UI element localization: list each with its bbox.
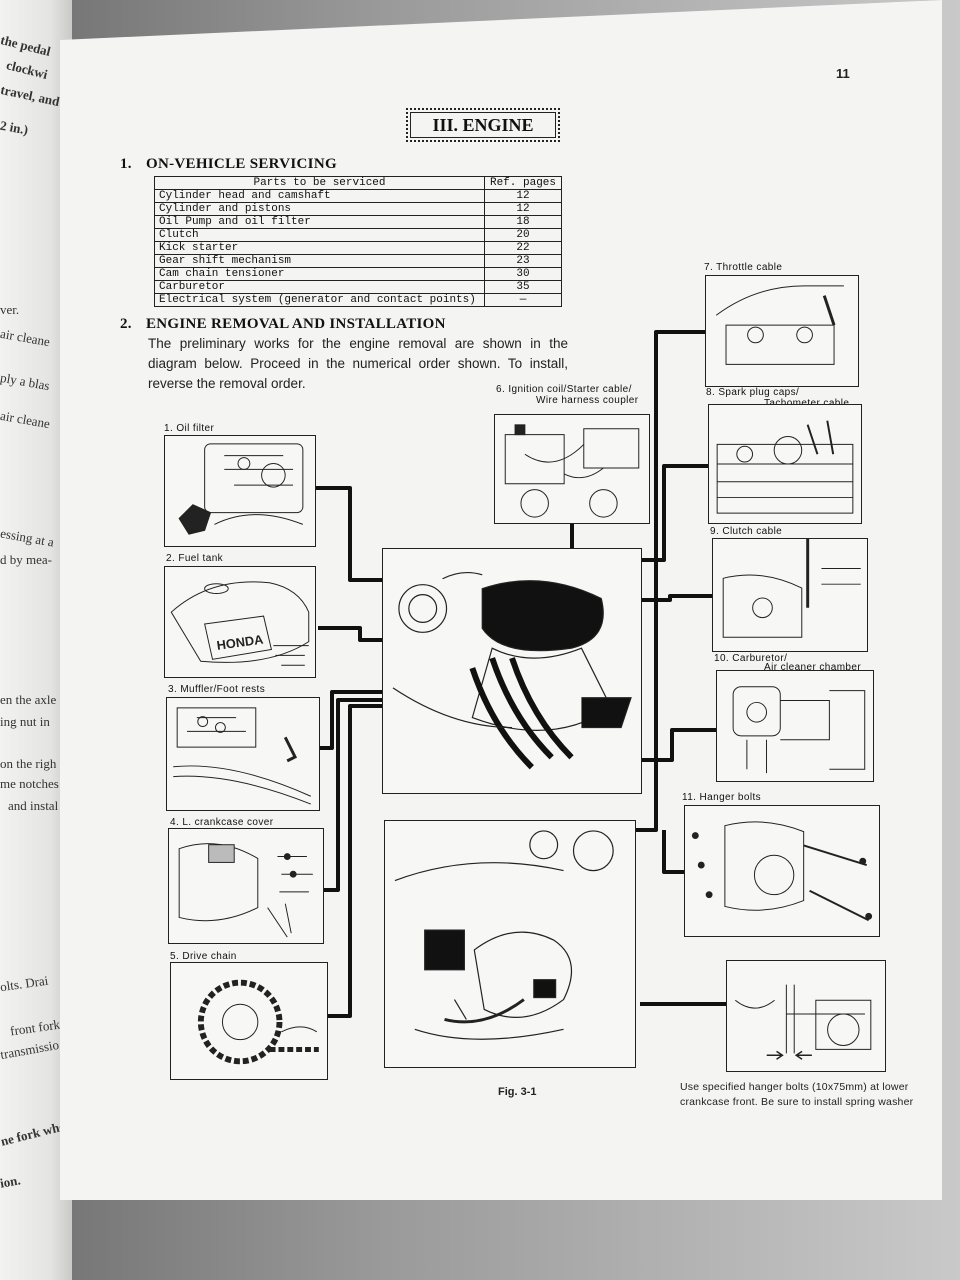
hanger-bolts-illustration <box>684 805 880 937</box>
left-fragment: me notches <box>0 776 59 791</box>
step-caption-5: 5. Drive chain <box>170 951 237 962</box>
left-fragment: transmissio <box>0 1036 60 1063</box>
step-caption-6: 6. Ignition coil/Starter cable/ Wire har… <box>496 384 638 406</box>
chapter-title: III. ENGINE <box>406 108 560 142</box>
left-fragment: travel, and <box>0 81 61 110</box>
table-cell: Cam chain tensioner <box>154 267 485 281</box>
intro-paragraph: The preliminary works for the engine rem… <box>148 336 568 391</box>
step-caption-6-line2: Wire harness coupler <box>536 395 639 406</box>
throttle-cable-illustration <box>705 275 859 387</box>
table-cell: 35 <box>484 280 562 294</box>
step-caption-9: 9. Clutch cable <box>710 526 783 537</box>
left-fragment: olts. Drai <box>0 972 50 995</box>
left-fragment: and instal <box>8 798 59 813</box>
left-fragment: en the axle <box>0 692 57 707</box>
table-cell: Kick starter <box>154 241 485 255</box>
step-caption-10: 10. Carburetor/ Air cleaner chamber <box>714 653 861 673</box>
table-header-row: Parts to be serviced Ref. pages <box>154 176 562 190</box>
step-caption-1: 1. Oil filter <box>164 423 215 434</box>
table-cell: — <box>484 293 562 307</box>
section-heading-servicing: 1. ON-VEHICLE SERVICING <box>120 156 337 173</box>
manual-page: 11 III. ENGINE 1. ON-VEHICLE SERVICING Pa… <box>60 0 942 1200</box>
table-cell: 23 <box>484 254 562 268</box>
figure-label: Fig. 3-1 <box>498 1086 537 1098</box>
page-number: 11 <box>836 66 850 81</box>
table-cell: 12 <box>484 202 562 216</box>
table-cell: 30 <box>484 267 562 281</box>
left-fragment: air cleane <box>0 325 52 350</box>
step-caption-11: 11. Hanger bolts <box>682 792 762 803</box>
left-fragment: 2 in.) <box>0 117 30 138</box>
muffler-illustration <box>166 697 320 811</box>
left-fragment: the pedal <box>0 32 53 59</box>
drive-chain-illustration <box>170 962 328 1080</box>
table-cell: Cylinder and pistons <box>154 202 485 216</box>
table-header: Ref. pages <box>484 176 562 190</box>
hanger-bolt-note: Use specified hanger bolts (10x75mm) at … <box>680 1081 914 1108</box>
table-cell: Electrical system (generator and contact… <box>154 293 485 307</box>
step-caption-3: 3. Muffler/Foot rests <box>168 684 266 695</box>
step-caption-7: 7. Throttle cable <box>704 262 783 273</box>
left-fragment: essing at a <box>0 525 56 550</box>
left-fragment: ver. <box>0 302 20 317</box>
step-caption-8-line1: 8. Spark plug caps/ <box>706 387 800 398</box>
motorcycle-engine-view-top <box>382 548 642 794</box>
step-caption-10-line1: 10. Carburetor/ <box>714 653 788 664</box>
left-fragment: on the righ <box>0 756 57 771</box>
spark-plug-illustration <box>708 404 862 524</box>
left-fragment: air cleane <box>0 407 52 432</box>
left-fragment: clockwi <box>4 57 50 82</box>
table-header: Parts to be serviced <box>154 176 485 190</box>
table-cell: Gear shift mechanism <box>154 254 485 268</box>
step-caption-4: 4. L. crankcase cover <box>170 817 274 828</box>
step-caption-6-line1: 6. Ignition coil/Starter cable/ <box>496 384 632 395</box>
motorcycle-engine-view-bottom <box>384 820 636 1068</box>
left-fragment: d by mea- <box>0 552 52 567</box>
table-cell: 18 <box>484 215 562 229</box>
section-title: ON-VEHICLE SERVICING <box>146 156 337 172</box>
servicing-table: Parts to be serviced Ref. pages Cylinder… <box>154 176 562 307</box>
table-cell: 12 <box>484 189 562 203</box>
table-cell: 20 <box>484 228 562 242</box>
step-caption-8-line2: Tachometer cable <box>706 398 849 409</box>
left-fragment: ion. <box>0 1172 22 1191</box>
honda-logo: HONDA <box>216 632 264 653</box>
crankcase-cover-illustration <box>168 828 324 944</box>
table-cell: Oil Pump and oil filter <box>154 215 485 229</box>
table-row: Electrical system (generator and contact… <box>154 293 562 307</box>
table-cell: 22 <box>484 241 562 255</box>
step-caption-10-line2: Air cleaner chamber <box>764 662 862 673</box>
section-number: 1. <box>120 156 132 172</box>
clutch-cable-illustration <box>712 538 868 652</box>
carburetor-illustration <box>716 670 874 782</box>
step-caption-8: 8. Spark plug caps/ Tachometer cable <box>706 387 849 409</box>
hanger-bolt-detail-illustration <box>726 960 886 1072</box>
table-cell: Clutch <box>154 228 485 242</box>
ignition-coil-illustration <box>494 414 650 524</box>
left-fragment: ply a blas <box>0 369 51 394</box>
left-fragment: front fork <box>9 1016 61 1039</box>
table-cell: Cylinder head and camshaft <box>154 189 485 203</box>
step-caption-2: 2. Fuel tank <box>166 553 224 564</box>
section-heading-removal: 2. ENGINE REMOVAL AND INSTALLATION <box>120 316 446 333</box>
left-fragment: ing nut in <box>0 714 50 729</box>
left-fragment: ne fork whe <box>0 1118 67 1149</box>
oil-filter-illustration <box>164 435 316 547</box>
fuel-tank-illustration: HONDA <box>164 566 316 678</box>
table-cell: Carburetor <box>154 280 485 294</box>
section-number: 2. <box>120 316 132 332</box>
section-title: ENGINE REMOVAL AND INSTALLATION <box>146 316 446 332</box>
